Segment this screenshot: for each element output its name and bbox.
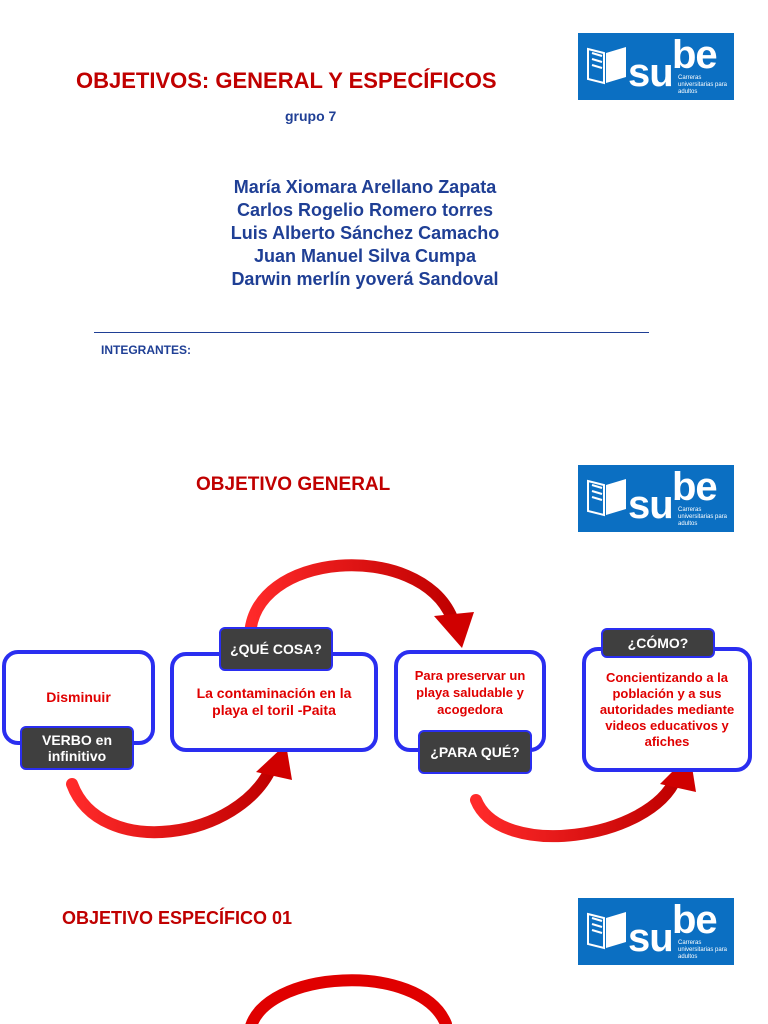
box-how-text: Concientizando a la población y a sus au…	[599, 669, 735, 749]
member-name: Juan Manuel Silva Cumpa	[253, 246, 477, 266]
sube-logo-1: su be Carreras universitarias para adult…	[578, 33, 734, 100]
label-verb: VERBO en infinitivo	[20, 726, 134, 770]
logo-su-text: su	[628, 483, 674, 527]
arrow-bottom-right	[470, 772, 682, 843]
arrow-bottom-left	[66, 760, 278, 839]
group-label: grupo 7	[285, 108, 337, 124]
member-name: Darwin merlín yoverá Sandoval	[231, 269, 499, 289]
book-icon	[587, 912, 626, 950]
member-name: Luis Alberto Sánchez Camacho	[230, 223, 500, 243]
box-what-text: La contaminación en la playa el toril -P…	[196, 685, 352, 718]
logo-su-text: su	[628, 51, 674, 95]
slide1-title: OBJETIVOS: GENERAL Y ESPECÍFICOS	[76, 68, 497, 93]
logo-su-text: su	[628, 916, 674, 960]
label-purpose: ¿PARA QUÉ?	[418, 730, 532, 774]
sube-logo-3: su be Carreras universitarias para adult…	[578, 898, 734, 965]
label-what: ¿QUÉ COSA?	[219, 627, 333, 671]
box-verb-text: Disminuir	[46, 689, 111, 705]
book-icon	[587, 47, 626, 85]
box-what: La contaminación en la playa el toril -P…	[170, 652, 378, 752]
box-how: Concientizando a la población y a sus au…	[582, 647, 752, 772]
arrow-top	[244, 559, 458, 644]
member-name: María Xiomara Arellano Zapata	[233, 177, 497, 197]
label-what-text: ¿QUÉ COSA?	[230, 641, 322, 657]
label-how-text: ¿CÓMO?	[627, 635, 689, 651]
member-name: Carlos Rogelio Romero torres	[236, 200, 494, 220]
box-purpose-text: Para preservar un playa saludable y acog…	[414, 667, 526, 717]
arrow-partial-slide3	[245, 974, 452, 1024]
flow-arrows	[66, 559, 696, 843]
slide2-title: OBJETIVO GENERAL	[196, 474, 391, 495]
logo-be-text: be	[672, 898, 718, 942]
label-verb-text: VERBO en infinitivo	[41, 732, 112, 764]
slide3-title: OBJETIVO ESPECÍFICO 01	[62, 908, 293, 928]
label-how: ¿CÓMO?	[601, 628, 715, 658]
arrow-top-head	[434, 612, 474, 648]
logo-tagline: Carreras universitarias para adultos	[678, 507, 728, 527]
logo-be-text: be	[672, 33, 718, 77]
label-purpose-text: ¿PARA QUÉ?	[430, 744, 520, 760]
logo-tagline: Carreras universitarias para adultos	[678, 940, 728, 960]
divider-line	[94, 332, 649, 333]
members-label: INTEGRANTES:	[101, 343, 191, 357]
arrow-bottom-left-head	[256, 744, 292, 780]
members-list: María Xiomara Arellano Zapata Carlos Rog…	[190, 176, 540, 291]
logo-tagline: Carreras universitarias para adultos	[678, 75, 728, 95]
logo-be-text: be	[672, 465, 718, 509]
book-icon	[587, 479, 626, 517]
sube-logo-2: su be Carreras universitarias para adult…	[578, 465, 734, 532]
